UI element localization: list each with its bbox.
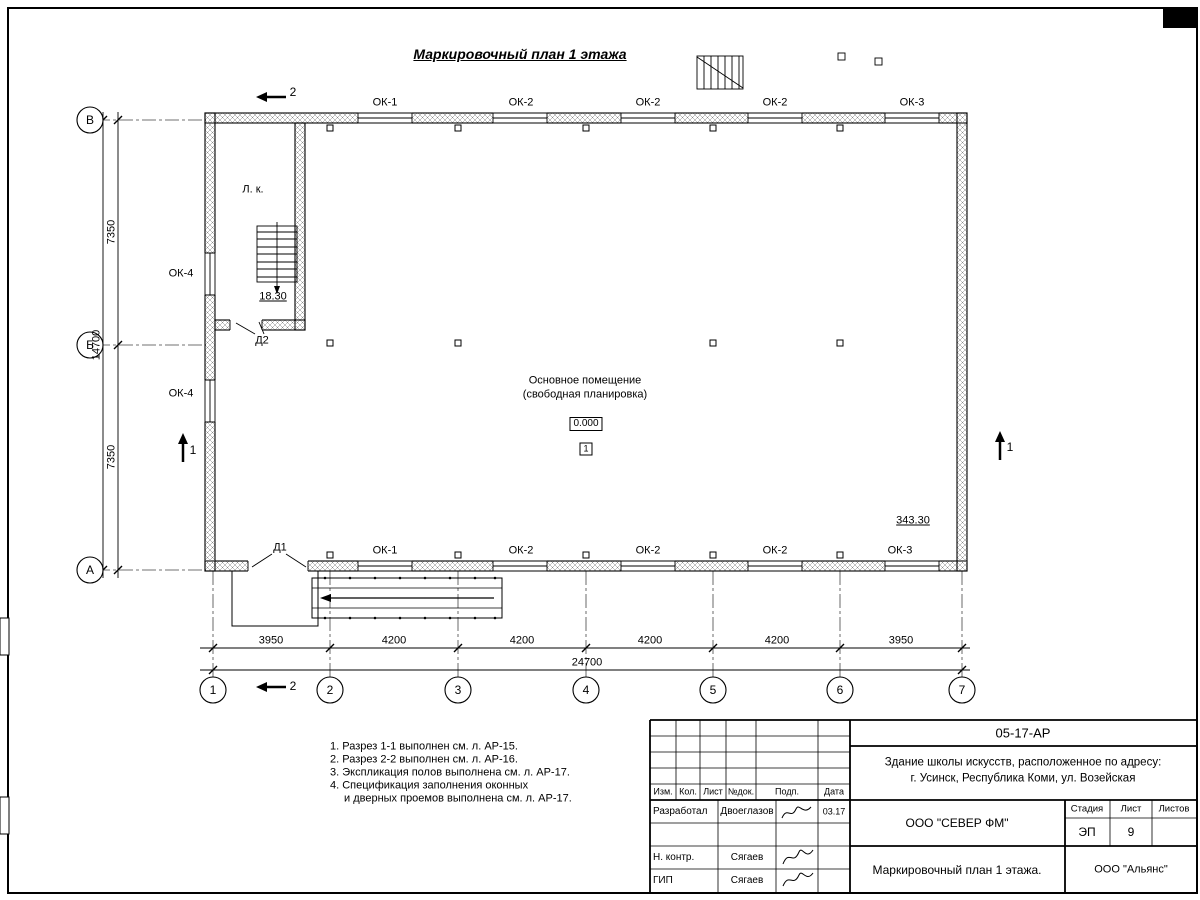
section-label-1: 1 — [1006, 440, 1014, 454]
corner-stamp-box — [1163, 8, 1197, 28]
section-label-2: 2 — [289, 679, 297, 693]
walls — [204, 112, 968, 572]
dimension-value: 4200 — [637, 634, 663, 647]
binding-mark — [0, 617, 10, 656]
dimension-value: 3950 — [258, 634, 284, 647]
entrance-porch — [231, 571, 503, 627]
axis-col-label: 7 — [958, 683, 966, 697]
staff-role: Н. контр. — [653, 852, 695, 863]
project-name-line2: г. Усинск, Республика Коми, ул. Возейска… — [910, 772, 1136, 785]
ramp-edge-dots — [323, 576, 497, 620]
door-label-d1: Д1 — [273, 541, 287, 554]
sheet-header: Лист — [1120, 803, 1142, 815]
company-name: ООО "СЕВЕР ФМ" — [905, 816, 1009, 830]
window-label: ОК-4 — [168, 267, 194, 280]
rev-column-header: Лист — [703, 786, 723, 797]
project-name-line1: Здание школы искусств, расположенное по … — [884, 756, 1162, 769]
axis-col-label: 6 — [836, 683, 844, 697]
window-label: ОК-2 — [508, 96, 534, 109]
section-label-2: 2 — [289, 85, 297, 99]
rev-column-header: Подп. — [775, 786, 799, 797]
main-room-label-line1: Основное помещение — [528, 374, 642, 387]
signature-marks — [781, 806, 814, 887]
sheets-header: Листов — [1158, 803, 1190, 815]
axis-bubbles — [76, 106, 976, 704]
dimension-value: 4200 — [764, 634, 790, 647]
stair-room-label: Л. к. — [242, 183, 264, 196]
axis-col-label: 5 — [709, 683, 717, 697]
door-leaders — [235, 321, 307, 568]
title-block-grid — [649, 719, 1197, 893]
staff-name: Сягаев — [730, 875, 764, 886]
axis-row-label: Б — [86, 338, 94, 352]
dimension-value: 4200 — [381, 634, 407, 647]
axis-lines — [96, 119, 963, 677]
dimension-value: 3950 — [888, 634, 914, 647]
note-line: 4. Спецификация заполнения оконных — [330, 779, 529, 792]
stage-value: ЭП — [1078, 825, 1096, 839]
stage-header: Стадия — [1070, 803, 1104, 815]
staff-role: ГИП — [653, 875, 673, 886]
document-code: 05-17-АР — [995, 725, 1051, 741]
section-marks — [178, 92, 1005, 692]
sheet-title: Маркировочный план 1 этажа. — [872, 863, 1042, 877]
main-area-label: 343.30 — [896, 514, 930, 527]
window-label: ОК-1 — [372, 544, 398, 557]
dimension-value: 4200 — [509, 634, 535, 647]
staircase — [256, 222, 298, 294]
binding-mark — [0, 796, 10, 835]
column-markers — [326, 124, 844, 559]
rev-column-header: №док. — [727, 786, 755, 797]
note-line: 1. Разрез 1-1 выполнен см. л. АР-15. — [330, 740, 518, 753]
window-label: ОК-2 — [508, 544, 534, 557]
axis-row-label: В — [85, 113, 95, 127]
main-room-label-line2: (свободная планировка) — [522, 388, 648, 401]
axis-row-label: А — [85, 563, 95, 577]
window-label: ОК-2 — [635, 96, 661, 109]
stair-area-label: 18.30 — [259, 290, 287, 303]
contractor-name: ООО "Альянс" — [1094, 863, 1168, 876]
axis-col-label: 1 — [209, 683, 217, 697]
staff-name: Двоеглазов — [720, 806, 774, 817]
dimension-total: 14700 — [90, 329, 103, 361]
rev-column-header: Изм. — [653, 786, 673, 797]
room-number-mark: 1 — [579, 442, 593, 456]
window-label: ОК-3 — [899, 96, 925, 109]
axis-col-label: 2 — [326, 683, 334, 697]
axis-col-label: 3 — [454, 683, 462, 697]
axis-col-label: 4 — [582, 683, 590, 697]
door-label-d2: Д2 — [255, 334, 269, 347]
drawing-title: Маркировочный план 1 этажа — [413, 46, 627, 62]
floor-elevation-mark: 0.000 — [569, 417, 603, 431]
staff-role: Разработал — [653, 806, 708, 817]
window-label: ОК-3 — [887, 544, 913, 557]
rev-column-header: Дата — [824, 786, 844, 797]
window-label: ОК-2 — [762, 96, 788, 109]
window-label: ОК-2 — [635, 544, 661, 557]
section-label-1: 1 — [189, 443, 197, 457]
window-label: ОК-2 — [762, 544, 788, 557]
dimension-lines — [102, 112, 970, 671]
window-label: ОК-1 — [372, 96, 398, 109]
note-line: 2. Разрез 2-2 выполнен см. л. АР-16. — [330, 753, 518, 766]
stair-detail-sketch — [696, 52, 883, 90]
window-openings — [204, 112, 940, 572]
sheet-number-value: 9 — [1127, 825, 1135, 839]
sheet-frame — [0, 7, 1198, 894]
staff-name: Сягаев — [730, 852, 764, 863]
dimension-value: 7350 — [105, 219, 118, 245]
note-line: и дверных проемов выполнена см. л. АР-17… — [344, 792, 572, 805]
staff-date: 03.17 — [822, 806, 846, 817]
dimension-value: 7350 — [105, 444, 118, 470]
note-line: 3. Экспликация полов выполнена см. л. АР… — [330, 766, 570, 779]
rev-column-header: Кол. — [679, 786, 697, 797]
window-label: ОК-4 — [168, 387, 194, 400]
dimension-total: 24700 — [571, 656, 603, 669]
